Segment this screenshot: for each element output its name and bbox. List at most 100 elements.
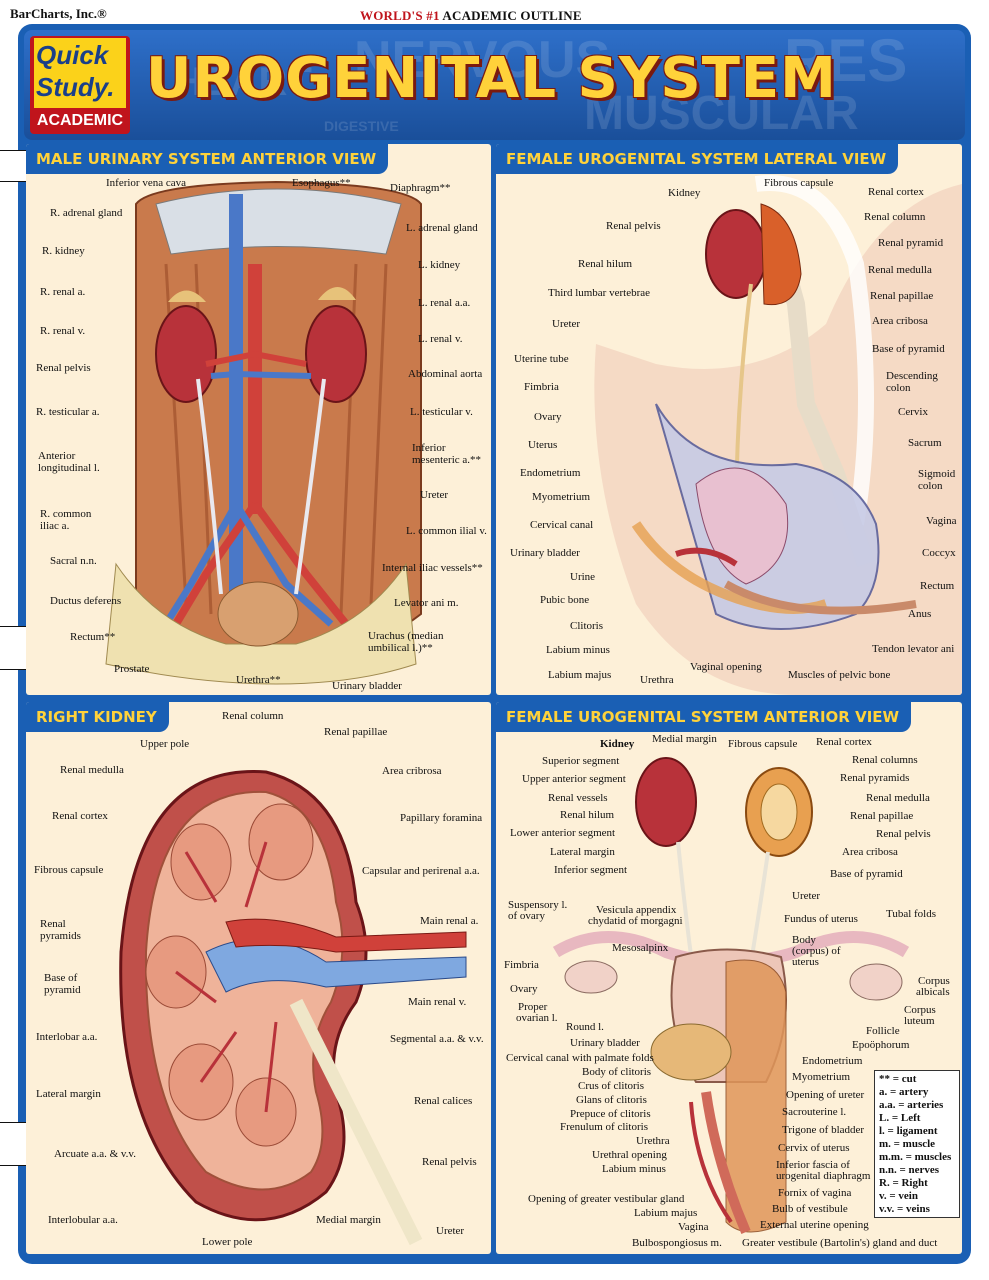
legend-item: a.a. = arteries xyxy=(879,1099,944,1111)
label-sigmoid-1: Sigmoid xyxy=(918,468,956,480)
label-r-adrenal: R. adrenal gland xyxy=(50,207,123,219)
label-renal-medulla: Renal medulla xyxy=(60,764,124,776)
panel-male-urinary: MALE URINARY SYSTEM ANTERIOR VIEW Inferi… xyxy=(26,144,491,695)
label-fibrous-capsule: Fibrous capsule xyxy=(764,177,834,189)
label-base-pyramid: Base of pyramid xyxy=(872,343,945,355)
label-renal-cortex: Renal cortex xyxy=(868,186,924,198)
label-renal-pelvis: Renal pelvis xyxy=(606,220,661,232)
label-myometrium: Myometrium xyxy=(792,1071,851,1083)
banner-watermark-muscular: MUSCULAR xyxy=(584,87,859,140)
label-ant-long-2: longitudinal l. xyxy=(38,462,100,474)
label-fibrous-capsule: Fibrous capsule xyxy=(728,738,798,750)
label-ovary: Ovary xyxy=(534,411,562,423)
page-title: UROGENITAL SYSTEM xyxy=(146,46,837,111)
label-corpus-alb-2: albicals xyxy=(916,986,950,998)
label-renal-papillae: Renal papillae xyxy=(850,810,914,822)
panel-title: FEMALE UROGENITAL SYSTEM LATERAL VIEW xyxy=(496,144,899,174)
label-desc-colon-2: colon xyxy=(886,382,911,394)
label-endometrium: Endometrium xyxy=(802,1055,863,1067)
label-renal-pyr-1: Renal xyxy=(40,918,66,930)
label-renal-papillae: Renal papillae xyxy=(324,726,388,738)
label-corpus-alb-1: Corpus xyxy=(918,975,950,987)
label-r-renal-v: R. renal v. xyxy=(40,325,86,337)
label-trigone: Trigone of bladder xyxy=(782,1124,865,1136)
label-upper-ant-seg: Upper anterior segment xyxy=(522,773,626,785)
label-ext-uterine: External uterine opening xyxy=(760,1219,869,1231)
legend-item: L. = Left xyxy=(879,1112,921,1124)
label-capsular: Capsular and perirenal a.a. xyxy=(362,865,480,877)
label-corpus-lut-1: Corpus xyxy=(904,1004,936,1016)
label-l-adrenal: L. adrenal gland xyxy=(406,222,478,234)
panel-title: MALE URINARY SYSTEM ANTERIOR VIEW xyxy=(26,144,389,174)
label-tendon: Tendon levator ani xyxy=(872,643,955,655)
label-sigmoid-2: colon xyxy=(918,480,943,492)
label-renal-hilum: Renal hilum xyxy=(560,809,615,821)
label-r-common-2: iliac a. xyxy=(40,520,70,532)
panel-right-kidney: RIGHT KIDNEY Renal column Upper pole Ren… xyxy=(26,702,491,1254)
label-segmental: Segmental a.a. & v.v. xyxy=(390,1033,484,1045)
legend-item: m. = muscle xyxy=(879,1138,936,1150)
label-renal-pelvis: Renal pelvis xyxy=(876,828,931,840)
label-renal-medulla: Renal medulla xyxy=(868,264,932,276)
label-r-kidney: R. kidney xyxy=(42,245,85,257)
label-glans: Glans of clitoris xyxy=(576,1094,647,1106)
title-banner: HEART NERVOUS DIGESTIVE MUSCULAR RES xyxy=(24,30,965,140)
label-renal-calices: Renal calices xyxy=(414,1095,473,1107)
label-lower-ant-seg: Lower anterior segment xyxy=(510,827,616,839)
label-inf-mes-2: mesenteric a.** xyxy=(412,454,482,466)
label-internal-iliac: Internal iliac vessels** xyxy=(382,562,483,574)
label-cervical-canal: Cervical canal with palmate folds xyxy=(506,1052,654,1064)
label-lower-pole: Lower pole xyxy=(202,1236,253,1248)
label-coccyx: Coccyx xyxy=(922,547,956,559)
label-urine: Urine xyxy=(570,571,596,583)
label-sacral: Sacral n.n. xyxy=(50,555,97,567)
label-rectum: Rectum xyxy=(920,580,955,592)
label-mesosalpinx: Mesosalpinx xyxy=(612,942,669,954)
label-area-cribosa: Area cribosa xyxy=(842,846,898,858)
banner-watermark-res: RES xyxy=(784,30,908,94)
banner-watermark-digestive: DIGESTIVE xyxy=(324,118,399,134)
banner-watermark-heart: HEART xyxy=(174,60,312,104)
label-bulb: Bulb of vestibule xyxy=(772,1203,848,1215)
label-inf-mes-1: Inferior xyxy=(412,442,446,454)
label-bulbospongiosus: Bulbospongiosus m. xyxy=(632,1237,722,1249)
label-fornix: Fornix of vagina xyxy=(778,1187,852,1199)
label-vesicula-2: chydatid of morgagni xyxy=(588,915,683,927)
label-body-1: Body xyxy=(792,934,816,946)
label-kidney: Kidney xyxy=(600,738,635,750)
label-susp-2: of ovary xyxy=(508,910,545,922)
label-uterine-tube: Uterine tube xyxy=(514,353,569,365)
banner-watermark-nervous: NERVOUS xyxy=(354,31,611,89)
label-myometrium: Myometrium xyxy=(532,491,591,503)
label-medial-margin: Medial margin xyxy=(652,733,717,745)
abbreviation-legend: ** = cut a. = artery a.a. = arteries L. … xyxy=(874,1070,960,1218)
logo-quick: Quick xyxy=(36,40,109,70)
female-lateral-illustration xyxy=(594,175,962,695)
label-muscles-pelvic: Muscles of pelvic bone xyxy=(788,669,891,681)
label-base-pyr-2: pyramid xyxy=(44,984,81,996)
label-sacrum: Sacrum xyxy=(908,437,942,449)
panel-female-lateral: FEMALE UROGENITAL SYSTEM LATERAL VIEW Ki… xyxy=(496,144,962,695)
legend-item: ** = cut xyxy=(879,1073,917,1085)
label-renal-pyr-2: pyramids xyxy=(40,930,81,942)
label-epoophorum: Epoöphorum xyxy=(852,1039,910,1051)
label-interlobular: Interlobular a.a. xyxy=(48,1214,118,1226)
female-anterior-illustration xyxy=(552,757,910,1234)
label-superior-segment: Superior segment xyxy=(542,755,620,767)
label-urinary-bladder: Urinary bladder xyxy=(510,547,580,559)
logo-academic: ACADEMIC xyxy=(36,112,124,129)
label-r-testicular-a: R. testicular a. xyxy=(36,406,100,418)
label-ureter: Ureter xyxy=(552,318,581,330)
tagline-rest: ACADEMIC OUTLINE xyxy=(439,8,582,23)
label-l-kidney: L. kidney xyxy=(418,259,461,271)
legend-item: m.m. = muscles xyxy=(879,1151,952,1163)
label-renal-medulla: Renal medulla xyxy=(866,792,930,804)
label-base-pyramid: Base of pyramid xyxy=(830,868,903,880)
label-prostate: Prostate xyxy=(114,663,150,675)
label-renal-column: Renal column xyxy=(222,710,284,722)
legend-item: v. = vein xyxy=(879,1190,918,1202)
publisher-name: BarCharts, Inc.® xyxy=(10,6,107,21)
male-urinary-illustration xyxy=(105,180,422,685)
legend-item: a. = artery xyxy=(879,1086,929,1098)
legend-item: n.n. = nerves xyxy=(879,1164,940,1176)
